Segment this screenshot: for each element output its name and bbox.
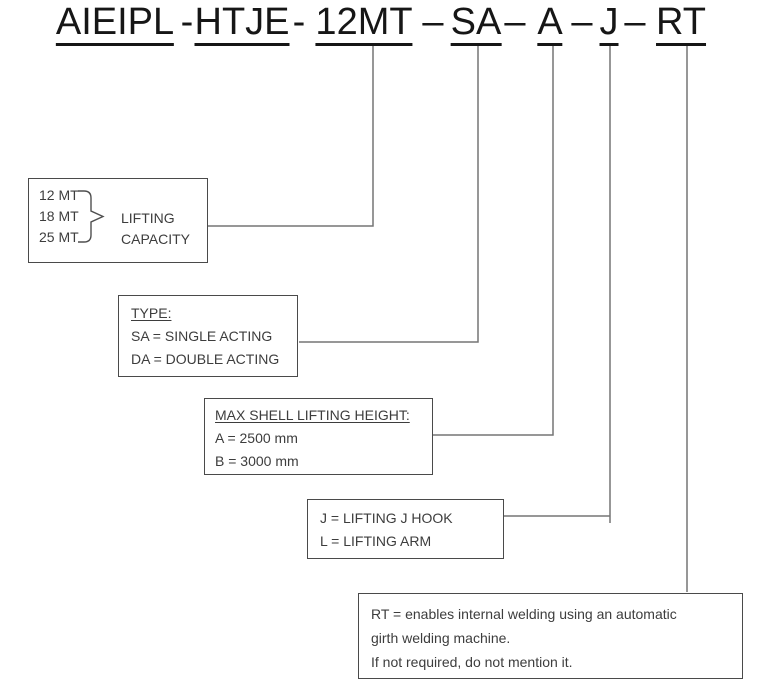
- capacity-label-line: CAPACITY: [121, 231, 190, 247]
- capacity-values: 12 MT 18 MT 25 MT: [29, 179, 207, 248]
- brace-bracket-icon: [78, 190, 105, 243]
- code-separator: –: [571, 1, 593, 43]
- capacity-option: 25 MT: [39, 229, 79, 245]
- rt-description-line: RT = enables internal welding using an a…: [371, 606, 677, 622]
- connector-j: [504, 46, 611, 523]
- connector-12mt: [208, 46, 374, 227]
- code-segment-sa: SA: [450, 2, 502, 46]
- height-option: A = 2500 mm: [215, 430, 298, 446]
- code-segment-aieipl: AIEIPL: [55, 2, 175, 46]
- code-separator: –: [422, 1, 444, 43]
- rt-description-line: girth welding machine.: [371, 630, 511, 646]
- code-separator: -: [292, 1, 306, 43]
- model-code-title: AIEIPL - HTJE - 12MT – SA – A – J – RT: [0, 0, 768, 56]
- type-box: TYPE: SA = SINGLE ACTING DA = DOUBLE ACT…: [118, 295, 298, 377]
- code-separator: –: [504, 1, 526, 43]
- code-segment-htje: HTJE: [194, 2, 290, 46]
- capacity-label-line: LIFTING: [121, 210, 175, 226]
- capacity-option: 18 MT: [39, 208, 79, 224]
- code-segment-j: J: [599, 2, 619, 46]
- type-option: SA = SINGLE ACTING: [131, 328, 273, 344]
- rt-description-line: If not required, do not mention it.: [371, 654, 573, 670]
- type-heading: TYPE:: [131, 305, 172, 321]
- code-separator: –: [624, 1, 646, 43]
- connector-sa: [299, 46, 479, 343]
- type-option: DA = DOUBLE ACTING: [131, 351, 280, 367]
- hook-option: J = LIFTING J HOOK: [320, 510, 453, 526]
- capacity-label: LIFTING CAPACITY: [121, 208, 190, 250]
- code-segment-a: A: [537, 2, 563, 46]
- rt-option-box: RT = enables internal welding using an a…: [358, 593, 743, 679]
- height-heading: MAX SHELL LIFTING HEIGHT:: [215, 407, 410, 423]
- code-segment-12mt: 12MT: [315, 2, 413, 46]
- lifting-hook-box: J = LIFTING J HOOK L = LIFTING ARM: [307, 499, 504, 559]
- height-option: B = 3000 mm: [215, 453, 299, 469]
- code-segment-rt: RT: [656, 2, 706, 46]
- connector-a: [433, 46, 554, 436]
- max-shell-lifting-height-box: MAX SHELL LIFTING HEIGHT: A = 2500 mm B …: [204, 398, 433, 475]
- hook-option: L = LIFTING ARM: [320, 533, 432, 549]
- code-separator: -: [180, 1, 194, 43]
- capacity-option: 12 MT: [39, 187, 79, 203]
- lifting-capacity-box: 12 MT 18 MT 25 MT LIFTING CAPACITY: [28, 178, 208, 263]
